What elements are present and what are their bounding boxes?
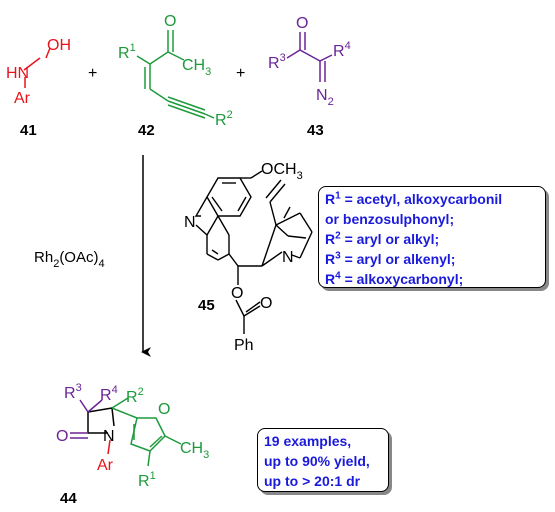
- atom-n-bridgehead-45: N: [282, 249, 294, 266]
- group-ch3-44: CH3: [180, 440, 209, 461]
- compound-45: [194, 170, 313, 334]
- group-och3-45: OCH3: [261, 161, 303, 182]
- compound-label-45: 45: [198, 297, 215, 314]
- reagent-catalyst: Rh2(OAc)4: [34, 249, 105, 270]
- group-ch3-42: CH3: [182, 57, 211, 78]
- definitions-box: R1 = acetyl, alkoxycarbonil or benzosulp…: [318, 186, 546, 288]
- compound-42: [136, 30, 215, 119]
- definition-r1-continued: or benzosulphonyl;: [325, 211, 455, 227]
- substituent-r1-44: R1: [138, 470, 156, 490]
- atom-oh-41: OH: [47, 37, 71, 54]
- substituent-r3-44: R3: [64, 382, 82, 402]
- compound-label-43: 43: [307, 122, 324, 139]
- atom-ar-41: Ar: [14, 90, 31, 107]
- atom-hn-41: HN: [6, 65, 29, 82]
- compound-41: [23, 47, 51, 88]
- atom-n-quinoline-45: N: [184, 214, 196, 231]
- group-ar-44: Ar: [97, 457, 114, 474]
- definition-r2: R2 = aryl or alkyl;: [325, 230, 440, 247]
- compound-label-41: 41: [20, 122, 37, 139]
- atom-n-44: N: [103, 428, 115, 445]
- plus-sign-1: +: [88, 65, 97, 82]
- substituent-r3-43: R3: [268, 52, 286, 72]
- compound-44: [70, 397, 182, 467]
- results-box: 19 examples, up to 90% yield, up to > 20…: [257, 428, 389, 492]
- compound-43: [286, 32, 333, 82]
- substituent-r1-42: R1: [118, 42, 136, 62]
- definition-r1: R1 = acetyl, alkoxycarbonil: [325, 190, 503, 207]
- compound-label-44: 44: [60, 490, 77, 507]
- atom-o-ester-45: O: [231, 285, 243, 302]
- definition-r4: R4 = alkoxycarbonyl;: [325, 270, 464, 287]
- result-dr: up to > 20:1 dr: [264, 473, 361, 489]
- atom-o-lactam-44: O: [56, 428, 68, 445]
- atom-o-42: O: [164, 13, 176, 30]
- atom-o-furan-44: O: [158, 401, 170, 418]
- definition-r3: R3 = aryl or alkenyl;: [325, 250, 456, 267]
- result-examples: 19 examples,: [264, 433, 352, 449]
- atom-o-carbonyl-45: O: [260, 295, 272, 312]
- group-ph-45: Ph: [234, 337, 254, 354]
- substituent-r4-43: R4: [333, 40, 351, 60]
- substituent-r4-44: R4: [100, 384, 118, 404]
- atom-o-43: O: [296, 15, 308, 32]
- substituent-r2-42: R2: [215, 109, 233, 129]
- compound-label-42: 42: [138, 122, 155, 139]
- group-n2-43: N2: [316, 87, 334, 108]
- substituent-r2-44: R2: [126, 386, 144, 406]
- plus-sign-2: +: [236, 65, 245, 82]
- result-yield: up to 90% yield,: [264, 453, 370, 469]
